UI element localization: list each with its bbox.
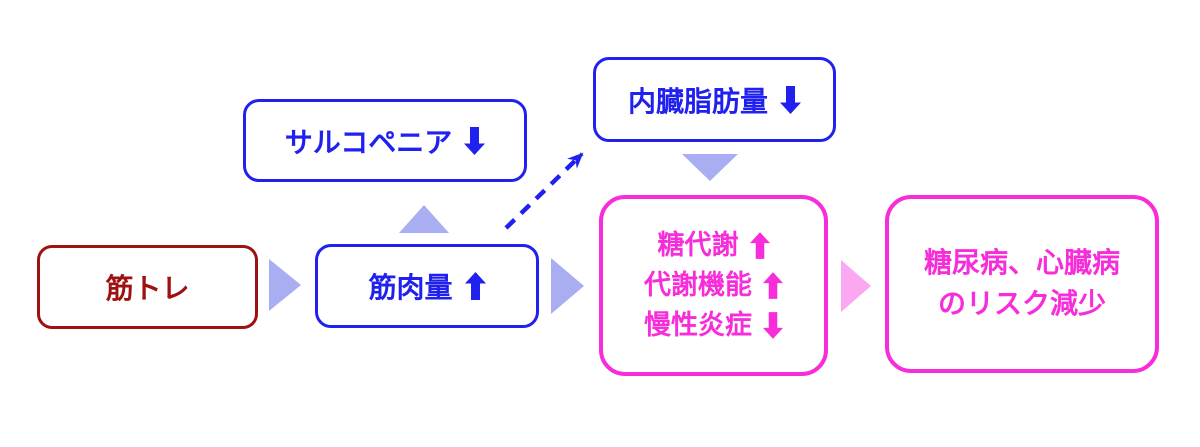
outcome-line-glucose: 糖代謝: [658, 232, 770, 259]
triangle-arrow-visceral-fat-to-outcomes: [682, 154, 738, 181]
triangle-arrow-kinniku-to-sarcopenia: [399, 205, 449, 233]
outcome-glucose-label: 糖代謝: [657, 230, 739, 261]
node-kintore: 筋トレ: [37, 245, 258, 329]
triangle-arrow-outcomes-to-risk: [841, 260, 871, 312]
outcomes-line-group: 糖代謝 代謝機能 慢性炎症: [644, 232, 783, 339]
node-kinniku: 筋肉量: [315, 244, 539, 328]
down-arrow-icon: [464, 126, 486, 155]
outcome-line-inflammation: 慢性炎症: [644, 312, 783, 339]
triangle-arrow-kinniku-to-outcomes: [551, 258, 584, 314]
down-arrow-icon: [780, 85, 801, 114]
risk-reduction-line2: のリスク減少: [937, 287, 1106, 320]
node-kinniku-label: 筋肉量: [368, 271, 453, 304]
node-sarcopenia-label: サルコペニア: [284, 125, 453, 159]
up-arrow-icon: [763, 272, 783, 299]
outcome-inflammation-label: 慢性炎症: [644, 310, 752, 341]
dashed-arrow-kinniku-to-visceral-fat: [504, 152, 584, 230]
node-visceral-fat: 内臓脂肪量: [593, 57, 836, 142]
node-risk-reduction: 糖尿病、心臓病 のリスク減少: [885, 195, 1159, 373]
node-visceral-fat-label: 内臓脂肪量: [627, 84, 768, 118]
down-arrow-icon: [763, 312, 783, 339]
triangle-arrow-kintore-to-kinniku: [269, 259, 301, 311]
up-arrow-icon: [464, 272, 486, 300]
outcome-metabolism-label: 代謝機能: [644, 270, 752, 301]
node-sarcopenia: サルコペニア: [243, 99, 527, 182]
risk-reduction-line1: 糖尿病、心臓病: [923, 246, 1120, 280]
node-kintore-label: 筋トレ: [105, 272, 190, 305]
up-arrow-icon: [749, 232, 770, 259]
node-outcomes: 糖代謝 代謝機能 慢性炎症: [599, 195, 828, 376]
risk-reduction-text: 糖尿病、心臓病 のリスク減少: [924, 243, 1120, 324]
outcome-line-metabolism: 代謝機能: [644, 272, 783, 299]
